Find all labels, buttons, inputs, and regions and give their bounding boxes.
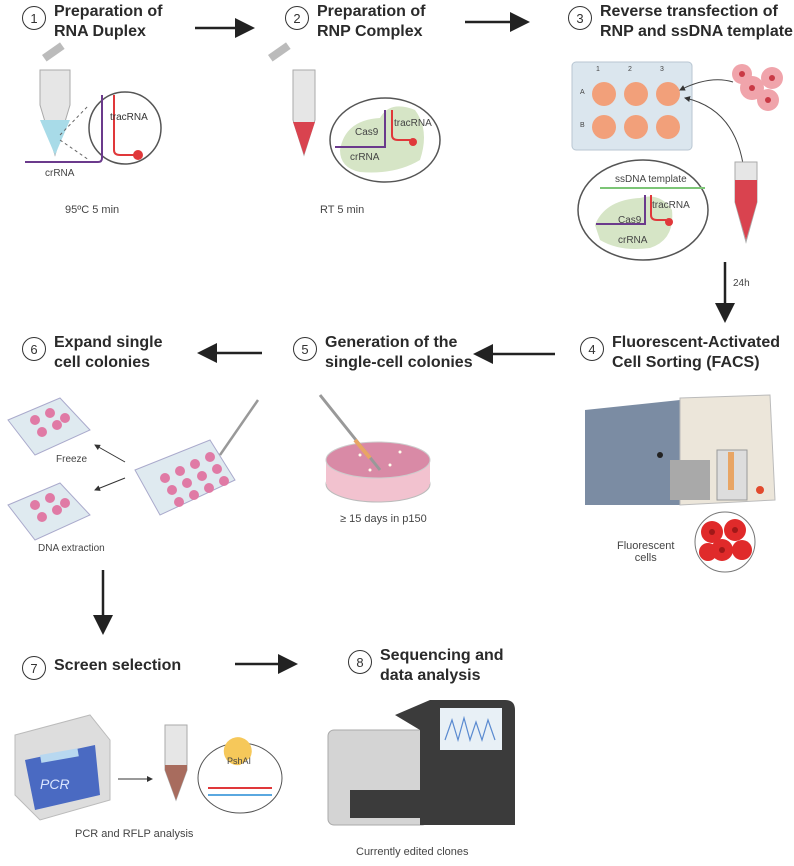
step-number: 3 [568,6,592,30]
step-title: Sequencing and [380,647,504,664]
tracrna-label: tracRNA [110,112,148,123]
step-1-caption: 95ºC 5 min [65,204,120,216]
step-title: single-cell colonies [325,354,473,371]
crrna-label: crRNA [350,152,380,163]
step-8-caption: Currently edited clones [356,846,469,858]
step-title: cell colonies [54,354,151,371]
step-2-caption: RT 5 min [320,204,365,216]
crrna-label: crRNA [45,168,75,179]
cas9-label: Cas9 [618,215,642,226]
step-title: Preparation of [54,3,163,20]
step-number: 2 [285,6,309,30]
step-title: data analysis [380,667,481,684]
step-title: Generation of the [325,334,458,351]
tracrna-label: tracRNA [652,200,690,211]
step-title: Fluorescent-Activated [612,334,781,351]
step-3-header: 3 Reverse transfection of RNP and ssDNA t… [568,2,793,42]
step-number: 6 [22,337,46,361]
step-5-header: 5 Generation of the single-cell colonies [293,333,473,373]
step-5-caption: ≥ 15 days in p150 [340,513,427,525]
plate-col-1: 1 [596,66,600,73]
step-title: Preparation of [317,3,426,20]
step-7-caption: PCR and RFLP analysis [75,828,194,840]
enzyme-label: PshAI [227,756,252,766]
step-number: 4 [580,337,604,361]
time-24h-label: 24h [733,278,750,289]
dna-extraction-label: DNA extraction [38,543,105,554]
tracrna-label: tracRNA [394,118,432,129]
step-title: Expand single [54,334,163,351]
step-6-header: 6 Expand single cell colonies [22,333,162,373]
step-number: 7 [22,656,46,680]
step-number: 1 [22,6,46,30]
step-8-header: 8 Sequencing and data analysis [348,646,504,686]
step-number: 8 [348,650,372,674]
plate-col-2: 2 [628,66,632,73]
step-number: 5 [293,337,317,361]
plate-row-b: B [580,122,585,129]
cas9-label: Cas9 [355,127,379,138]
step-title: RNP and ssDNA template [600,23,793,40]
step-title: RNA Duplex [54,23,146,40]
step-title: Reverse transfection of [600,3,778,20]
step-2-header: 2 Preparation of RNP Complex [285,2,425,42]
freeze-label: Freeze [56,454,88,465]
step-title: RNP Complex [317,23,423,40]
step-title: Screen selection [54,657,182,674]
plate-col-3: 3 [660,66,664,73]
ssdna-template-label: ssDNA template [615,174,687,185]
step-7-header: 7 Screen selection [22,652,181,680]
plate-row-a: A [580,89,585,96]
crrna-label: crRNA [618,235,648,246]
step-1-header: 1 Preparation of RNA Duplex [22,2,162,42]
step-title: Cell Sorting (FACS) [612,354,760,371]
pcr-label: PCR [40,776,70,792]
